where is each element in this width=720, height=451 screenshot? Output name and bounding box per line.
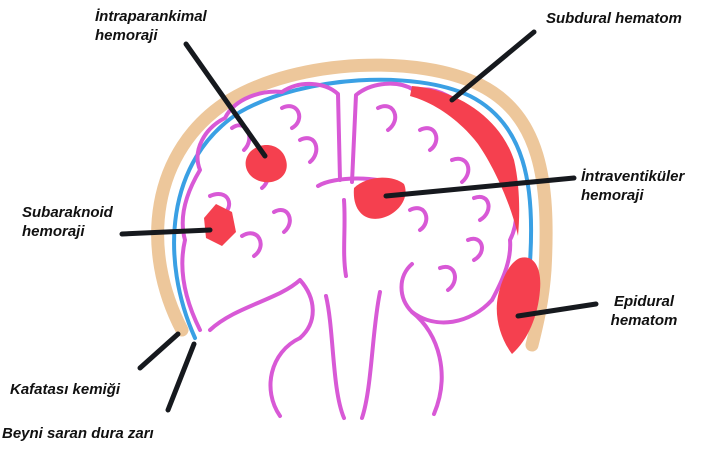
pointer-dura — [165, 341, 197, 413]
label-intraparenchymal-hemorrhage: İntraparankimal hemoraji — [95, 8, 207, 44]
label-subarachnoid-hemorrhage: Subaraknoid hemoraji — [22, 204, 113, 240]
pointer-subarachnoid — [119, 227, 213, 237]
pointer-skull — [137, 331, 181, 371]
right-gyri — [376, 104, 491, 292]
label-skull-bone: Kafatası kemiği — [10, 381, 121, 398]
hemorrhages — [204, 86, 541, 354]
subarachnoid-hemorrhage — [204, 204, 236, 246]
subdural-hematoma — [410, 86, 520, 236]
label-epidural-hematoma: Epidural hematom — [610, 293, 678, 329]
label-dura-mater: Beyni saran dura zarı — [2, 425, 154, 442]
brain — [180, 81, 519, 420]
intraparenchymal-hemorrhage — [245, 145, 287, 183]
pointer-intraventricular — [383, 175, 577, 199]
brainstem — [268, 290, 444, 420]
pointer-subdural — [449, 29, 537, 103]
brain-outer-left — [180, 81, 342, 332]
label-intraventricular-hemorrhage: İntraventiküler hemoraji — [581, 168, 685, 204]
skull-bone — [151, 58, 553, 352]
pointer-epidural — [515, 301, 599, 319]
pointer-intraparenchymal — [183, 41, 268, 159]
intraventricular-hemorrhage — [353, 177, 406, 219]
label-subdural-hematoma: Subdural hematom — [546, 10, 682, 27]
dura-mater — [172, 77, 534, 340]
pointer-lines — [119, 29, 599, 413]
epidural-hematoma — [496, 257, 541, 354]
left-temporal-lobe — [208, 278, 315, 340]
